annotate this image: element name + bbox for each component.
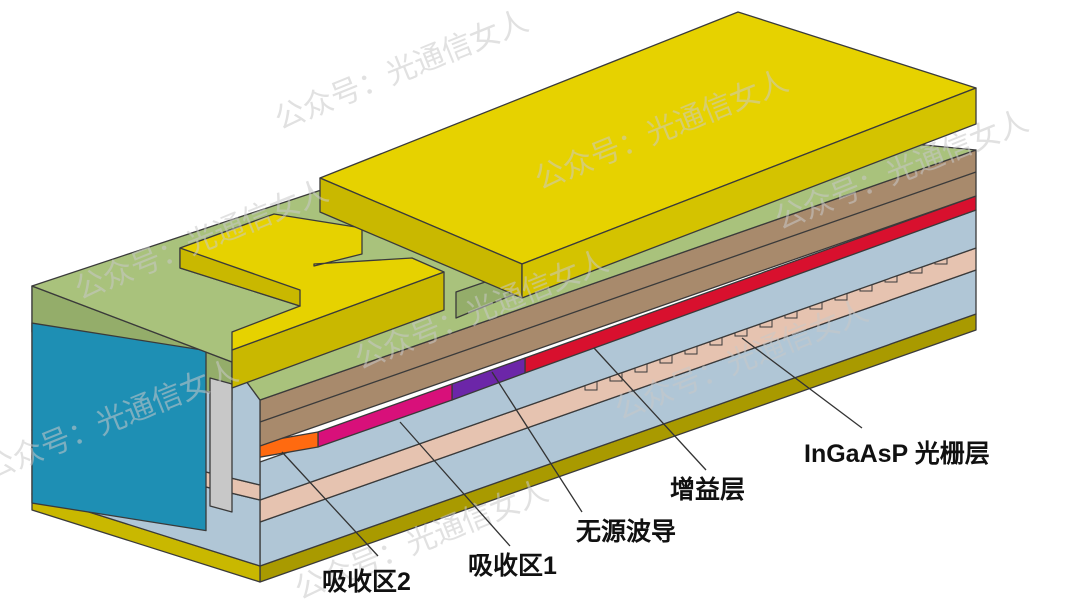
big-pad-side: [521, 87, 977, 299]
label-absorber-1: 吸收区1: [468, 552, 557, 580]
label-absorber-2: 吸收区2: [322, 568, 411, 596]
label-gain: 增益层: [670, 475, 745, 504]
gray-trench: [209, 377, 233, 513]
leader-passive: [491, 371, 583, 513]
leader-absorber-1: [399, 421, 511, 547]
label-passive-waveguide: 无源波导: [576, 518, 676, 546]
leader-grating: [741, 337, 863, 429]
brown-cladding-seam: [259, 171, 977, 423]
leader-gain: [593, 347, 707, 471]
teal-window: [31, 322, 207, 532]
leader-absorber-2: [281, 451, 379, 557]
small-contact-notch: [179, 247, 301, 307]
label-grating: InGaAsP 光栅层: [804, 440, 990, 468]
